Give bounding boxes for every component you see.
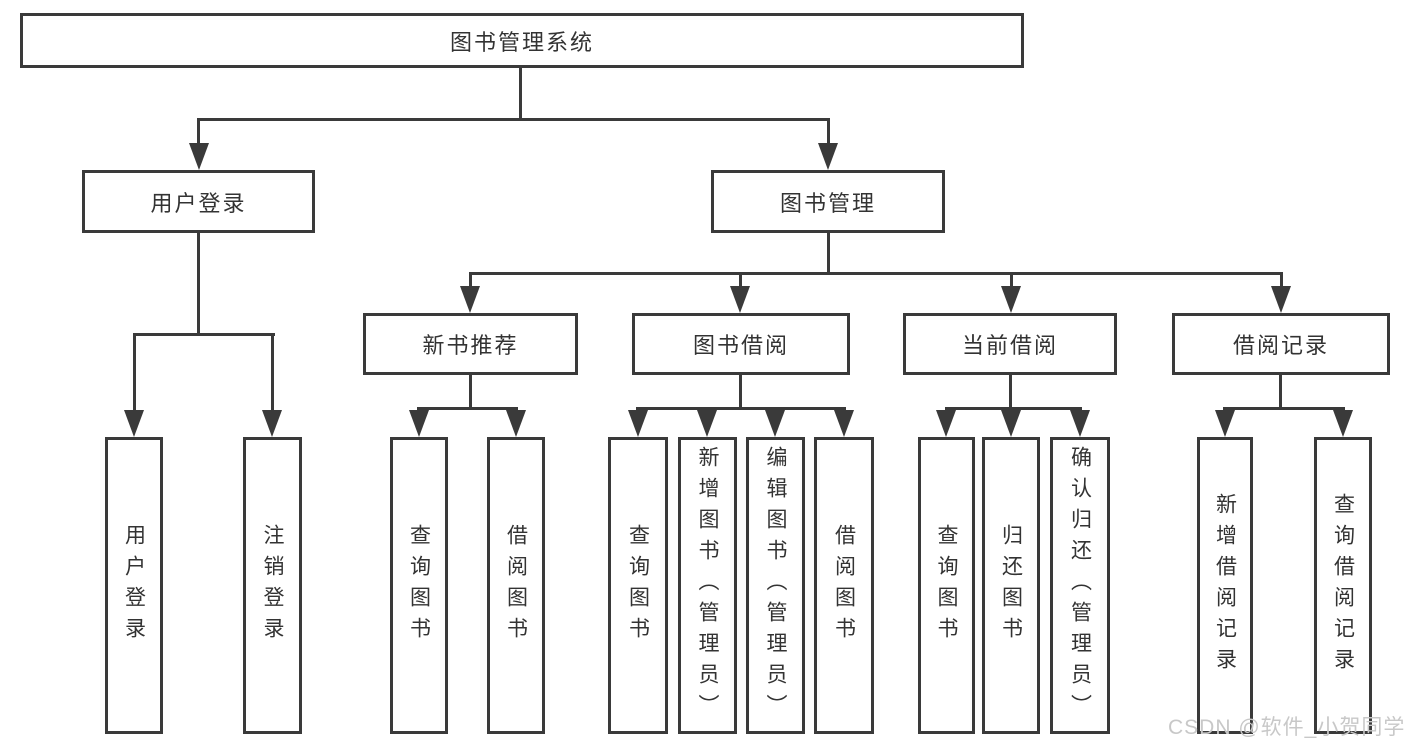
leaf-query-books-recommend: 查询图书: [390, 437, 448, 734]
node-label: 借阅记录: [1232, 333, 1329, 358]
connector-arrowhead: [124, 410, 144, 437]
connector-arrowhead: [936, 410, 956, 437]
connector-arrowhead: [834, 410, 854, 437]
connector-arrowhead: [1271, 286, 1291, 313]
leaf-query-borrow-record: 查询借阅记录: [1314, 437, 1372, 734]
node-label: 图书借阅: [692, 333, 789, 358]
node-borrowing-records: 借阅记录: [1172, 313, 1390, 375]
connector-line: [469, 375, 472, 410]
connector-arrowhead: [1070, 410, 1090, 437]
connector-line: [636, 407, 846, 410]
connector-arrowhead: [460, 286, 480, 313]
leaf-logout: 注销登录: [243, 437, 302, 734]
connector-line: [1010, 272, 1013, 290]
leaf-return-books: 归还图书: [982, 437, 1040, 734]
leaf-label: 归还图书: [999, 523, 1023, 648]
node-label: 当前借阅: [961, 333, 1058, 358]
connector-line: [469, 272, 472, 290]
leaf-confirm-return-admin: 确认归还（管理员）: [1050, 437, 1110, 734]
connector-line: [197, 118, 200, 146]
connector-line: [197, 233, 200, 334]
leaf-label: 用户登录: [122, 523, 146, 648]
leaf-user-login: 用户登录: [105, 437, 163, 734]
leaf-borrow-books-recommend: 借阅图书: [487, 437, 545, 734]
connector-line: [133, 333, 275, 336]
leaf-query-books-current: 查询图书: [918, 437, 975, 734]
node-label: 图书管理: [779, 190, 876, 216]
node-current-borrowing: 当前借阅: [903, 313, 1117, 375]
connector-arrowhead: [1333, 410, 1353, 437]
connector-line: [1279, 375, 1282, 410]
connector-arrowhead: [1001, 286, 1021, 313]
node-new-book-recommendation: 新书推荐: [363, 313, 578, 375]
node-label: 图书管理系统: [449, 29, 594, 55]
connector-line: [1223, 407, 1345, 410]
node-book-borrowing: 图书借阅: [632, 313, 850, 375]
node-user-login: 用户登录: [82, 170, 315, 233]
connector-arrowhead: [409, 410, 429, 437]
connector-arrowhead: [697, 410, 717, 437]
connector-line: [827, 233, 830, 274]
node-label: 新书推荐: [422, 333, 519, 358]
leaf-label: 编辑图书（管理员）: [764, 446, 787, 725]
connector-arrowhead: [506, 410, 526, 437]
leaf-label: 查询图书: [626, 523, 650, 648]
connector-line: [739, 375, 742, 410]
connector-arrowhead: [730, 286, 750, 313]
connector-line: [133, 333, 136, 412]
leaf-label: 查询图书: [407, 523, 431, 648]
connector-arrowhead: [262, 410, 282, 437]
connector-arrowhead: [628, 410, 648, 437]
connector-line: [827, 118, 830, 146]
node-root-library-system: 图书管理系统: [20, 13, 1024, 68]
leaf-label: 确认归还（管理员）: [1068, 446, 1092, 725]
connector-line: [417, 407, 518, 410]
node-book-management: 图书管理: [711, 170, 945, 233]
connector-line: [739, 272, 742, 290]
connector-arrowhead: [1001, 410, 1021, 437]
connector-line: [519, 67, 522, 119]
connector-line: [945, 407, 1082, 410]
leaf-label: 查询图书: [935, 523, 958, 648]
connector-line: [271, 333, 274, 412]
leaf-label: 注销登录: [261, 523, 284, 648]
leaf-query-books-borrow: 查询图书: [608, 437, 668, 734]
connector-line: [197, 118, 830, 121]
leaf-add-borrow-record: 新增借阅记录: [1197, 437, 1253, 734]
connector-arrowhead: [765, 410, 785, 437]
leaf-label: 新增借阅记录: [1213, 492, 1237, 679]
leaf-label: 借阅图书: [832, 523, 856, 648]
leaf-add-books-admin: 新增图书（管理员）: [678, 437, 737, 734]
node-label: 用户登录: [150, 190, 247, 216]
leaf-label: 借阅图书: [504, 523, 528, 648]
csdn-watermark: CSDN @软件_小贺同学: [1168, 716, 1405, 739]
connector-arrowhead: [818, 143, 838, 170]
connector-line: [1009, 375, 1012, 410]
connector-arrowhead: [189, 143, 209, 170]
leaf-borrow-books: 借阅图书: [814, 437, 874, 734]
leaf-edit-books-admin: 编辑图书（管理员）: [746, 437, 805, 734]
leaf-label: 新增图书（管理员）: [696, 446, 719, 725]
connector-line: [469, 272, 1283, 275]
leaf-label: 查询借阅记录: [1331, 492, 1355, 679]
connector-line: [1280, 272, 1283, 290]
connector-arrowhead: [1215, 410, 1235, 437]
